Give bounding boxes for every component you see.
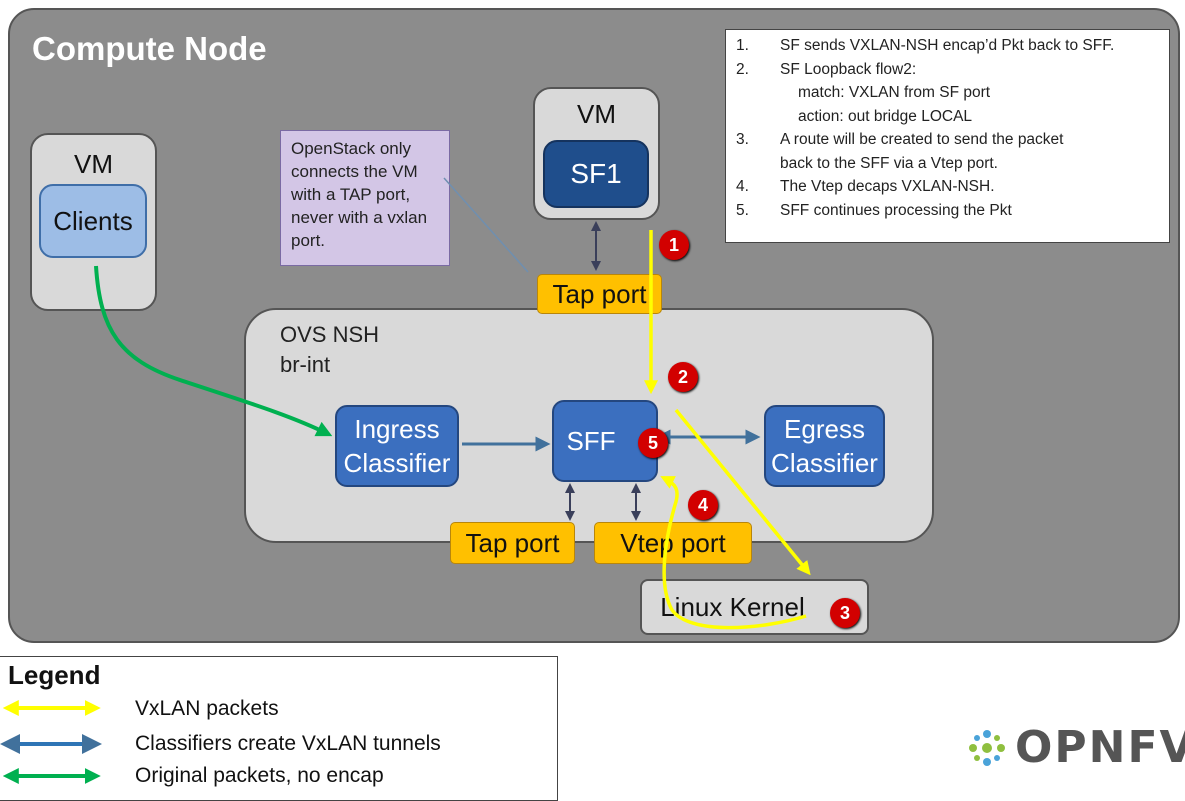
step-number: 5. <box>736 201 749 219</box>
opnfv-logo: OPNFV <box>965 722 1185 773</box>
step-badge-2: 2 <box>668 362 698 392</box>
egress-classifier: Egress Classifier <box>764 405 885 487</box>
step-text: SF sends VXLAN-NSH encap’d Pkt back to S… <box>780 37 1115 54</box>
note-pointer-line <box>443 177 529 273</box>
step-number: 4. <box>736 178 749 195</box>
legend-item-vxlan: VxLAN packets <box>135 697 279 720</box>
step-badge-5: 5 <box>638 428 668 458</box>
step-text: SF Loopback flow2: <box>780 60 917 78</box>
client-vm-label: VM <box>74 149 113 179</box>
step-badge-4: 4 <box>688 490 718 520</box>
step-number: 2. <box>736 60 749 78</box>
sf1-box: SF1 <box>543 140 649 208</box>
opnfv-wordmark: OPNFV <box>1015 722 1185 773</box>
vtep-port: Vtep port <box>594 522 752 564</box>
step-text: A route will be created to send the pack… <box>780 131 1064 148</box>
compute-node-title: Compute Node <box>32 30 267 67</box>
sf-tap-port: Tap port <box>537 274 662 314</box>
step-number: 1. <box>736 37 749 54</box>
ovs-title: OVS NSH <box>280 322 380 347</box>
ovs-subtitle: br-int <box>280 352 331 377</box>
clients-to-ingress-arrow <box>94 265 333 437</box>
legend-title: Legend <box>8 660 101 690</box>
legend-item-tunnels: Classifiers create VxLAN tunnels <box>135 732 441 755</box>
step-number: 3. <box>736 131 749 148</box>
step-subtext: action: out bridge LOCAL <box>798 107 973 125</box>
step-text: SFF continues processing the Pkt <box>780 201 1012 219</box>
sf-vm-label: VM <box>577 99 616 129</box>
ingress-classifier: Ingress Classifier <box>335 405 459 487</box>
openstack-note: OpenStack only connects the VM with a TA… <box>280 130 450 266</box>
steps-panel: 1. SF sends VXLAN-NSH encap’d Pkt back to… <box>725 29 1170 243</box>
step-badge-3: 3 <box>830 598 860 628</box>
vxlan-kernel-to-sff-arrow <box>660 476 807 630</box>
sff-label: SFF <box>566 426 616 456</box>
vxlan-sff-to-kernel-arrow <box>674 408 811 576</box>
step-badge-1: 1 <box>659 230 689 260</box>
opnfv-flower-icon <box>969 729 1005 766</box>
clients-box: Clients <box>39 184 147 258</box>
legend-item-original: Original packets, no encap <box>135 764 384 787</box>
step-text: back to the SFF via a Vtep port. <box>780 154 998 172</box>
sff-tap-port: Tap port <box>450 522 575 564</box>
step-subtext: match: VXLAN from SF port <box>798 84 991 101</box>
step-text: The Vtep decaps VXLAN-NSH. <box>780 178 995 195</box>
